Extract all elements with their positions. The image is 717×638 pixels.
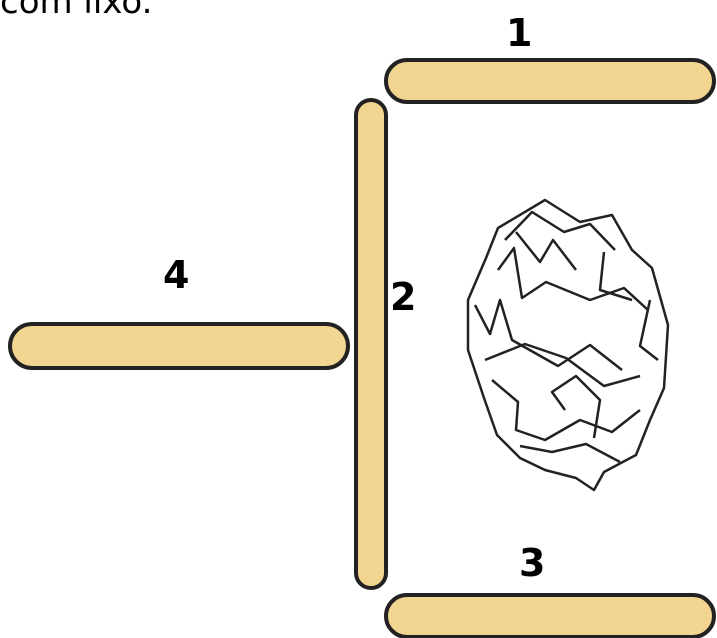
stick-3[interactable] <box>386 595 714 637</box>
stick-1[interactable] <box>386 60 714 102</box>
stick-1-label: 1 <box>506 14 532 52</box>
stick-4[interactable] <box>10 324 348 368</box>
crumpled-paper-icon[interactable] <box>468 200 668 490</box>
stick-4-label: 4 <box>163 256 189 294</box>
stick-2[interactable] <box>356 100 386 588</box>
stick-2-label: 2 <box>390 278 416 316</box>
stick-3-label: 3 <box>519 544 545 582</box>
